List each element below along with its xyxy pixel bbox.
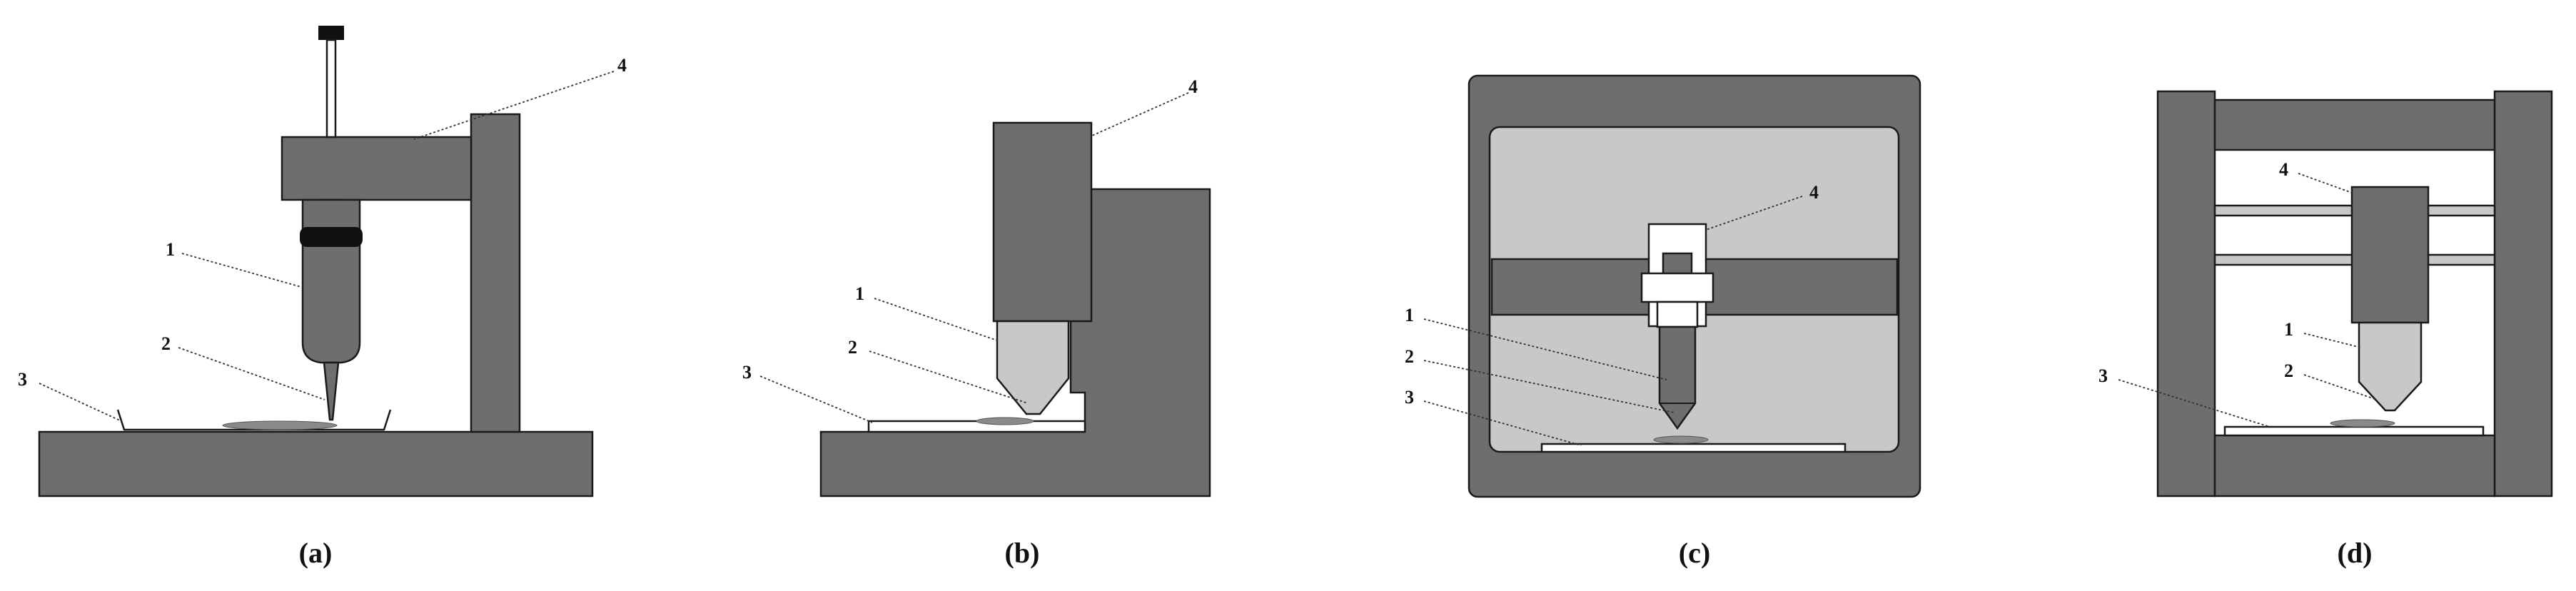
label-4-b: 4 <box>1188 76 1198 97</box>
carriage-lower-c <box>1656 300 1699 328</box>
deposit-a <box>222 420 338 430</box>
caption-a: (a) <box>299 537 333 569</box>
label-3-b: 3 <box>742 362 752 383</box>
print-head-d <box>2350 186 2430 324</box>
column-a <box>470 113 521 433</box>
nozzle-d <box>2358 321 2423 412</box>
label-1-d: 1 <box>2284 319 2293 340</box>
syringe-needle-a <box>323 361 340 421</box>
base-a <box>38 430 594 497</box>
caption-c: (c) <box>1679 537 1710 569</box>
label-4-a: 4 <box>617 55 627 76</box>
label-3-a: 3 <box>18 369 27 390</box>
print-head-b <box>992 121 1093 323</box>
pillar-right-d <box>2493 90 2553 497</box>
petri-dish-a <box>116 409 392 431</box>
deposit-c <box>1653 435 1709 444</box>
label-2-d: 2 <box>2284 360 2293 381</box>
build-plate-d <box>2223 425 2485 437</box>
panel-d: 4 1 2 3 (d) <box>2098 90 2553 569</box>
panel-c: 1 2 3 4 (c) <box>1405 74 1921 569</box>
caption-d: (d) <box>2338 537 2373 569</box>
build-plate-b <box>867 420 1086 433</box>
label-3-c: 3 <box>1405 387 1414 408</box>
label-2-c: 2 <box>1405 346 1414 367</box>
plunger-cap-a <box>318 26 344 40</box>
arm-a <box>281 136 473 201</box>
label-4-c: 4 <box>1809 182 1819 203</box>
label-1-c: 1 <box>1405 305 1414 325</box>
label-2-a: 2 <box>161 333 171 354</box>
caption-b: (b) <box>1005 537 1040 569</box>
label-1-a: 1 <box>166 239 175 260</box>
deposit-b <box>976 417 1034 425</box>
panel-a: 1 2 3 4 (a) <box>18 26 627 569</box>
top-beam-d <box>2213 98 2496 151</box>
nozzle-b <box>996 320 1070 415</box>
plunger-head-a <box>300 227 363 247</box>
deposit-d <box>2330 419 2395 428</box>
label-3-d: 3 <box>2098 365 2108 386</box>
carriage-clamp-c <box>1640 272 1714 303</box>
label-2-b: 2 <box>848 337 857 358</box>
build-plate-c <box>1540 443 1847 453</box>
base-d <box>2213 434 2496 497</box>
pillar-left-d <box>2156 90 2216 497</box>
label-4-d: 4 <box>2279 159 2288 180</box>
panel-b: 1 2 3 4 (b) <box>742 76 1211 569</box>
syringe-barrel-a <box>301 198 361 364</box>
plunger-rod-a <box>325 39 337 138</box>
label-1-b: 1 <box>855 283 864 304</box>
